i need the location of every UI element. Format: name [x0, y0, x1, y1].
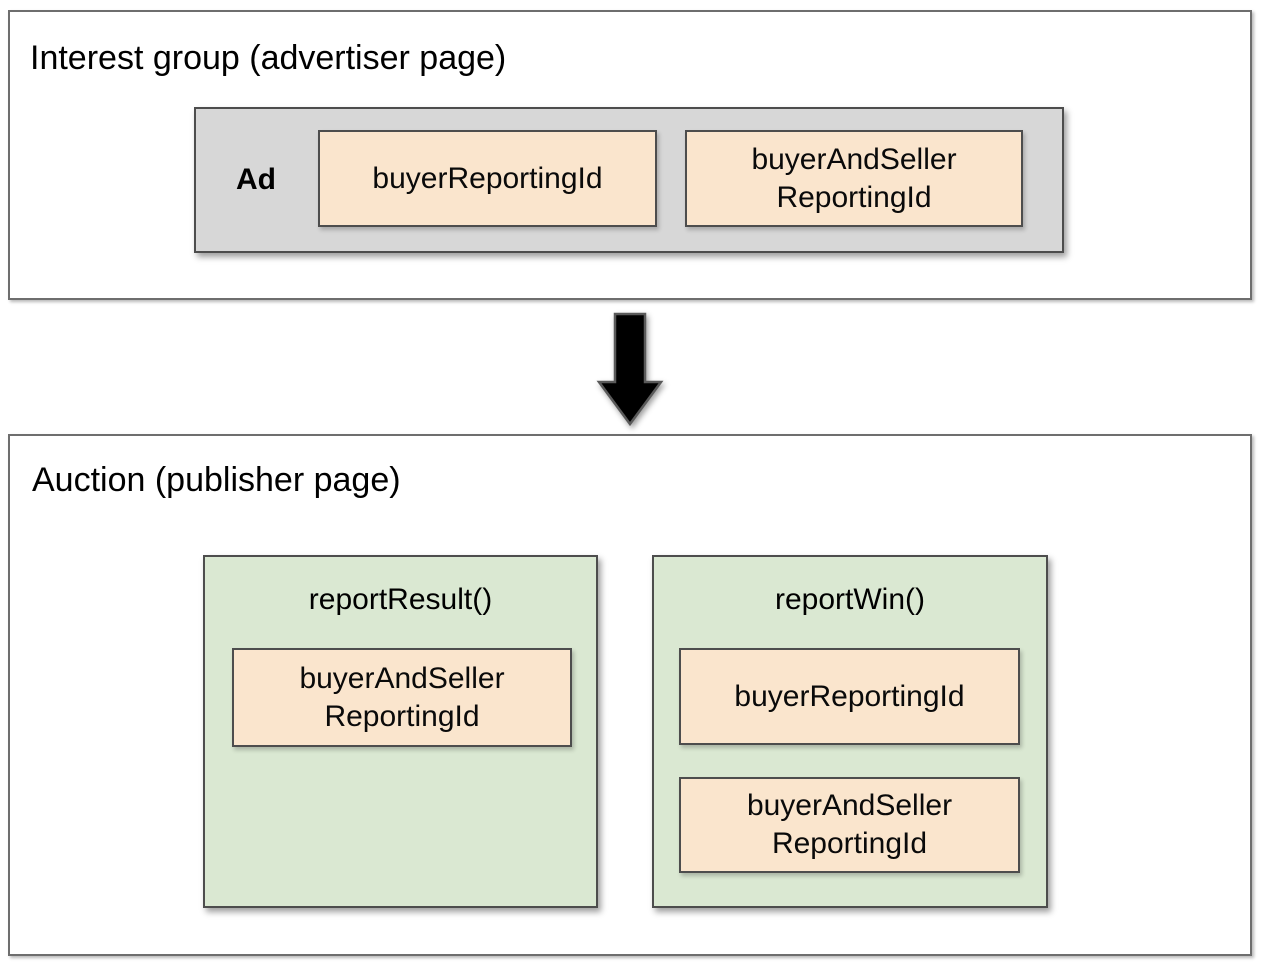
interest-group-box: Interest group (advertiser page) Ad buye… — [8, 10, 1252, 300]
chip-buyer-and-seller-reporting-id: buyerAndSeller ReportingId — [232, 648, 572, 747]
chip-buyer-reporting-id: buyerReportingId — [679, 648, 1020, 745]
report-win-title: reportWin() — [774, 583, 925, 616]
report-result-box: reportResult() buyerAndSeller ReportingI… — [203, 555, 598, 908]
interest-group-title: Interest group (advertiser page) — [30, 39, 507, 77]
report-win-box: reportWin() buyerReportingId buyerAndSel… — [652, 555, 1048, 908]
chip-buyer-and-seller-reporting-id: buyerAndSeller ReportingId — [685, 130, 1023, 227]
auction-title: Auction (publisher page) — [32, 461, 401, 499]
auction-box: Auction (publisher page) reportResult() … — [8, 434, 1252, 956]
chip-buyer-reporting-id: buyerReportingId — [318, 130, 657, 227]
report-result-title: reportResult() — [308, 583, 493, 616]
down-arrow-icon — [590, 310, 670, 428]
ad-label: Ad — [236, 163, 276, 196]
ad-container: Ad buyerReportingId buyerAndSeller Repor… — [194, 107, 1064, 253]
chip-buyer-and-seller-reporting-id: buyerAndSeller ReportingId — [679, 777, 1020, 873]
